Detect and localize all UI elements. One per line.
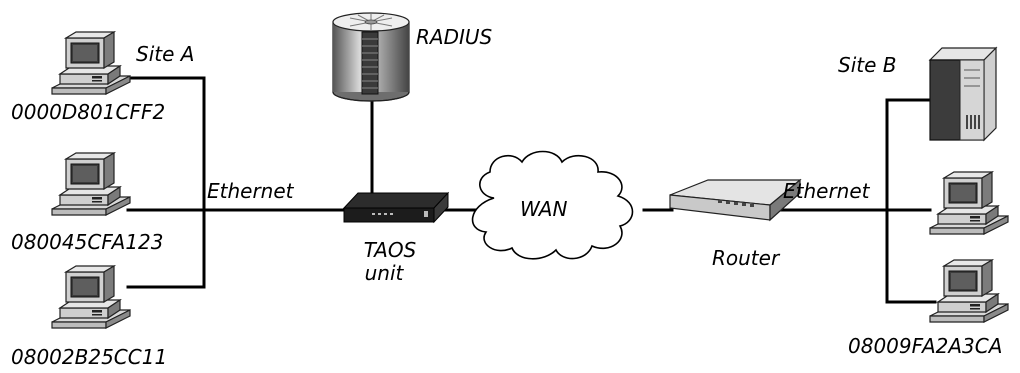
taos-unit-label-line1: TAOS [363, 238, 417, 262]
tower-server-icon [928, 46, 998, 142]
pc-a1-icon [51, 31, 131, 95]
mac-address-b: 08009FA2A3CA [848, 334, 1003, 358]
pc-a2-icon [51, 152, 131, 216]
pc-b2-icon [929, 259, 1009, 323]
mac-address-a3: 08002B25CC11 [11, 345, 168, 369]
ethernet-right-label: Ethernet [783, 179, 870, 203]
router-label: Router [712, 246, 780, 270]
site-a-label: Site A [136, 42, 195, 66]
mac-address-a2: 080045CFA123 [11, 230, 164, 254]
taos-unit-icon [342, 191, 450, 224]
radius-server-icon [332, 12, 410, 102]
wan-cloud-icon [471, 150, 634, 260]
site-b-bus [885, 98, 937, 304]
connection-lines [126, 76, 937, 304]
pc-a3-icon [51, 265, 131, 329]
site-b-label: Site B [838, 53, 897, 77]
mac-address-a1: 0000D801CFF2 [11, 100, 166, 124]
ethernet-left-label: Ethernet [207, 179, 294, 203]
site-a-bus [126, 76, 206, 289]
radius-label: RADIUS [416, 25, 493, 49]
taos-unit-label-line2: unit [364, 261, 404, 285]
router-icon [669, 178, 802, 222]
wan-label: WAN [520, 197, 568, 221]
pc-b1-icon [929, 171, 1009, 235]
